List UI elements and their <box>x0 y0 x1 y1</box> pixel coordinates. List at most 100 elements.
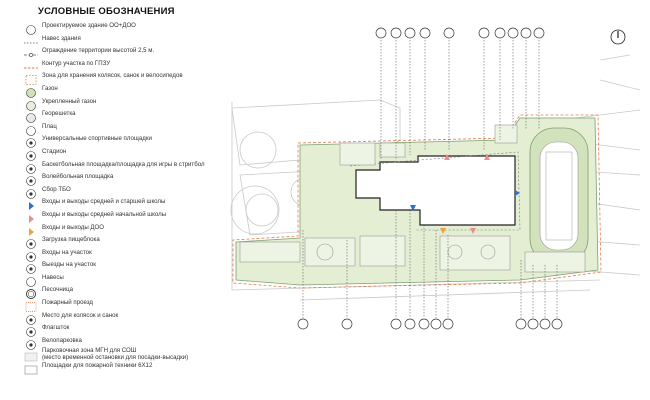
entrance-blue-icon <box>24 198 38 211</box>
legend-item: Парковочная зона МГН для СОШ (место врем… <box>20 347 230 362</box>
legend-label: Входы на участок <box>42 248 92 256</box>
legend-item: Георешетка <box>20 109 230 123</box>
legend-item: Входы и выходы ДОО <box>20 223 230 236</box>
dashed-line-icon <box>24 35 38 45</box>
legend-item: Универсальные спортивные площадки <box>20 134 230 149</box>
volleyball-icon <box>24 173 38 186</box>
orange-dashed-square-icon <box>24 72 38 86</box>
legend-label: Георешетка <box>42 110 76 118</box>
symbol-circle <box>494 27 506 39</box>
legend-label: Площадки для пожарной техники 6Х12 <box>42 362 153 370</box>
symbol-circle <box>507 27 519 39</box>
symbol-circle <box>418 318 430 330</box>
stadium-icon <box>24 148 38 161</box>
site-boundary <box>232 114 602 289</box>
legend-label: Велопарковка <box>42 336 82 344</box>
legend-label: Флагшток <box>42 324 70 332</box>
symbol-circle <box>551 318 563 330</box>
symbol-circle <box>478 27 490 39</box>
legend-label: Навес здания <box>42 34 81 42</box>
entrance-pink-marker <box>444 154 450 160</box>
legend-item: Газон <box>20 84 230 98</box>
legend-label: Парковочная зона МГН для СОШ (место врем… <box>42 347 189 362</box>
legend-item: Баскетбольная площадка/площадка для игры… <box>20 160 230 174</box>
legend-item: Ограждение территории высотой 2,5 м. <box>20 46 230 59</box>
legend-item: Навес здания <box>20 34 230 47</box>
legend-label: Волейбольная площадка <box>42 173 114 181</box>
flag-icon <box>24 324 38 338</box>
entrance-pink-icon <box>24 211 38 223</box>
legend-label: Место для колясок и санок <box>42 311 119 319</box>
legend-item: Проектируемое здание ОО+ДОО <box>20 21 230 35</box>
symbol-circle <box>390 27 402 39</box>
legend-label: Пожарный проезд <box>42 299 93 307</box>
sandbox-icon <box>24 286 38 300</box>
fire-lane-icon <box>24 299 38 312</box>
legend-item: Выезды на участок <box>20 260 230 275</box>
legend-item: Велопарковка <box>20 336 230 350</box>
trash-icon <box>24 186 38 199</box>
legend-item: Зона для хранения колясок, санок и велос… <box>20 71 230 86</box>
basketball-icon <box>24 161 38 174</box>
entrance-orange-marker <box>440 228 446 234</box>
green-circle-icon <box>24 85 38 98</box>
entrance-orange-icon <box>24 224 38 236</box>
top-symbols <box>375 27 545 39</box>
symbol-circle <box>533 27 545 39</box>
canopy-icon <box>24 274 38 287</box>
symbol-circle <box>390 318 402 330</box>
building-outline-circle-icon <box>24 22 38 35</box>
symbol-circle <box>341 318 353 330</box>
legend-label: Входы и выходы ДОО <box>42 223 105 231</box>
legend-label: Газон <box>42 84 58 92</box>
legend-label: Навесы <box>42 273 64 281</box>
legend-label: Загрузка пищеблока <box>42 236 100 244</box>
north-playgrounds <box>339 124 518 166</box>
legend-label: Входы и выходы средней и старшей школы <box>42 198 166 206</box>
legend-item: Флагшток <box>20 323 230 338</box>
legend-label: Входы и выходы средней начальной школы <box>42 210 167 218</box>
legend-label: Сбор ТБО <box>42 185 71 193</box>
symbol-circle <box>375 27 387 39</box>
site-exit-icon <box>24 261 38 275</box>
entrances <box>410 154 520 234</box>
symbol-circle <box>527 318 539 330</box>
kitchen-loading-icon <box>24 236 38 249</box>
legend-label: Ограждение территории высотой 2,5 м. <box>42 47 155 55</box>
legend-item: Площадки для пожарной техники 6Х12 <box>20 361 230 375</box>
parking-icon <box>24 349 38 362</box>
symbol-circle <box>404 318 416 330</box>
legend-title: УСЛОВНЫЕ ОБОЗНАЧЕНИЯ <box>38 6 175 17</box>
legend-item: Песочница <box>20 285 230 300</box>
legend-item: Укрепленный газон <box>20 97 230 111</box>
symbol-circle <box>430 318 442 330</box>
orange-dashed-line-icon <box>24 60 38 70</box>
legend-label: Зона для хранения колясок, санок и велос… <box>42 72 183 80</box>
light-green-circle-icon <box>24 98 38 111</box>
entrance-pink-marker <box>470 228 476 234</box>
legend-label: Контур участка по ГПЗУ <box>42 59 111 67</box>
symbol-circle <box>404 27 416 39</box>
legend-label: Песочница <box>42 286 73 294</box>
legend-item: Волейбольная площадка <box>20 172 230 186</box>
north-arrow-icon <box>610 29 626 45</box>
fire-truck-area-icon <box>24 362 38 375</box>
geogrid-circle-icon <box>24 110 38 123</box>
legend-item: Входы на участок <box>20 248 230 262</box>
site-entry-icon <box>24 249 38 262</box>
legend-item: Входы и выходы средней начальной школы <box>20 210 230 223</box>
symbol-circle <box>297 318 309 330</box>
symbol-circle <box>539 318 551 330</box>
legend-item: Пожарный проезд <box>20 298 230 312</box>
fence-line-icon <box>24 47 38 58</box>
stadium <box>529 127 589 264</box>
legend-label: Универсальные спортивные площадки <box>42 135 152 143</box>
legend-item: Сбор ТБО <box>20 185 230 199</box>
sports-icon <box>24 135 38 149</box>
entrance-blue-marker <box>410 205 416 211</box>
legend-label: Баскетбольная площадка/площадка для игры… <box>42 160 205 168</box>
legend-label: Выезды на участок <box>42 261 96 269</box>
legend-label: Укрепленный газон <box>42 97 97 105</box>
